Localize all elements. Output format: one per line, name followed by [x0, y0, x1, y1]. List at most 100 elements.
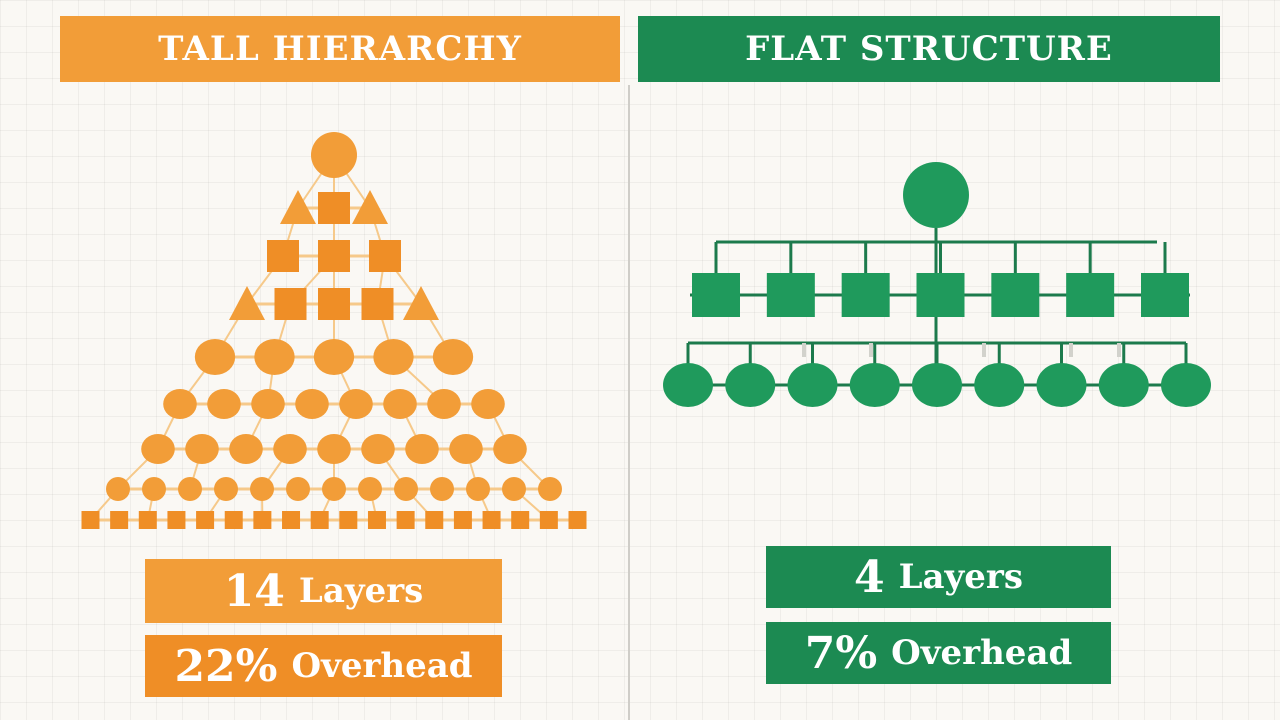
- flat-manager-square: [1141, 273, 1189, 317]
- flat-overhead-label: Overhead: [891, 633, 1073, 673]
- tall-node-square: [253, 511, 272, 529]
- tall-node-circle: [361, 434, 395, 464]
- tall-node-circle: [163, 389, 197, 419]
- tall-node-circle: [142, 477, 166, 501]
- tall-node-square: [138, 511, 157, 529]
- tall-node-circle: [383, 389, 417, 419]
- panel-divider: [628, 85, 630, 720]
- tall-node-circle: [311, 132, 357, 178]
- tall-node-circle: [251, 389, 285, 419]
- tall-node-circle: [286, 477, 310, 501]
- flat-member-circle: [1098, 363, 1149, 407]
- tall-node-square: [224, 511, 243, 529]
- flat-spacer-mark: [982, 343, 986, 357]
- flat-spacer-mark: [1117, 343, 1121, 357]
- tall-node-square: [369, 240, 401, 272]
- tall-node-square: [367, 511, 386, 529]
- tall-node-square: [318, 240, 350, 272]
- flat-member-circle: [1036, 363, 1087, 407]
- flat-layers-label: Layers: [898, 557, 1023, 597]
- tall-node-circle: [207, 389, 241, 419]
- flat-manager-square: [1066, 273, 1115, 317]
- tall-node-triangle: [352, 190, 388, 224]
- flat-manager-square: [916, 273, 965, 317]
- tall-node-square: [425, 511, 444, 529]
- tall-node-circle: [317, 434, 351, 464]
- tall-node-circle: [254, 339, 295, 375]
- flat-member-circle: [974, 363, 1025, 407]
- tall-node-circle: [466, 477, 490, 501]
- tall-node-square: [282, 511, 301, 529]
- tall-node-circle: [432, 339, 474, 375]
- flat-member-circle: [1161, 363, 1211, 407]
- tall-node-circle: [322, 477, 346, 501]
- flat-root-circle: [903, 162, 969, 228]
- tall-node-circle: [538, 477, 562, 501]
- flat-member-circle: [912, 363, 962, 407]
- tall-node-circle: [449, 434, 483, 464]
- tall-layers-label: Layers: [298, 571, 424, 611]
- flat-member-circle: [663, 363, 713, 407]
- tall-node-circle: [427, 389, 461, 419]
- flat-structure-title: FLAT STRUCTURE: [638, 16, 1220, 82]
- flat-structure-tree: [663, 162, 1211, 407]
- tall-node-triangle: [280, 190, 316, 224]
- tall-node-square: [267, 240, 299, 272]
- tall-node-square: [167, 511, 186, 529]
- flat-overhead-badge: 7% Overhead: [766, 622, 1111, 684]
- tall-overhead-value: 22%: [174, 640, 278, 692]
- tall-node-square: [318, 288, 350, 320]
- tall-hierarchy-title: TALL HIERARCHY: [60, 16, 620, 82]
- tall-node-square: [361, 288, 394, 320]
- flat-spacer-mark: [1069, 343, 1073, 357]
- tall-node-triangle: [229, 286, 265, 320]
- tall-node-circle: [394, 477, 418, 501]
- tall-node-circle: [178, 477, 202, 501]
- tall-node-square: [318, 192, 350, 224]
- flat-manager-square: [841, 273, 890, 317]
- flat-member-circle: [787, 363, 838, 407]
- tall-node-square: [196, 511, 215, 529]
- flat-overhead-value: 7%: [804, 627, 878, 679]
- flat-layers-value: 4: [853, 551, 885, 603]
- tall-node-circle: [273, 434, 307, 464]
- tall-node-square: [482, 511, 501, 529]
- tall-node-square: [339, 511, 358, 529]
- tall-node-circle: [373, 339, 414, 375]
- tall-node-square: [81, 511, 100, 529]
- flat-manager-square: [766, 273, 815, 317]
- tall-node-circle: [313, 339, 355, 375]
- tall-node-square: [274, 288, 307, 320]
- tall-node-circle: [250, 477, 274, 501]
- tall-node-triangle: [403, 286, 439, 320]
- tall-node-circle: [229, 434, 263, 464]
- tall-node-square: [396, 511, 415, 529]
- tall-node-circle: [295, 389, 329, 419]
- tall-node-circle: [214, 477, 238, 501]
- flat-member-circle: [725, 363, 776, 407]
- flat-spacer-mark: [869, 343, 873, 357]
- tall-node-circle: [493, 434, 527, 464]
- tall-node-circle: [194, 339, 236, 375]
- flat-spacer-mark: [802, 343, 806, 357]
- tall-node-circle: [358, 477, 382, 501]
- tall-node-circle: [106, 477, 130, 501]
- tall-node-circle: [141, 434, 175, 464]
- flat-member-circle: [849, 363, 900, 407]
- tall-node-square: [539, 511, 558, 529]
- tall-node-square: [453, 511, 472, 529]
- tall-node-square: [568, 511, 587, 529]
- tall-node-square: [310, 511, 329, 529]
- tall-node-circle: [471, 389, 505, 419]
- tall-node-square: [110, 511, 129, 529]
- tall-layers-badge: 14 Layers: [145, 559, 502, 623]
- tall-hierarchy-tree: [81, 132, 587, 529]
- tall-layers-value: 14: [223, 565, 285, 617]
- tall-node-circle: [185, 434, 219, 464]
- tall-node-circle: [339, 389, 373, 419]
- flat-manager-square: [692, 273, 740, 317]
- flat-manager-square: [991, 273, 1040, 317]
- tall-overhead-label: Overhead: [291, 646, 473, 686]
- tall-node-square: [511, 511, 530, 529]
